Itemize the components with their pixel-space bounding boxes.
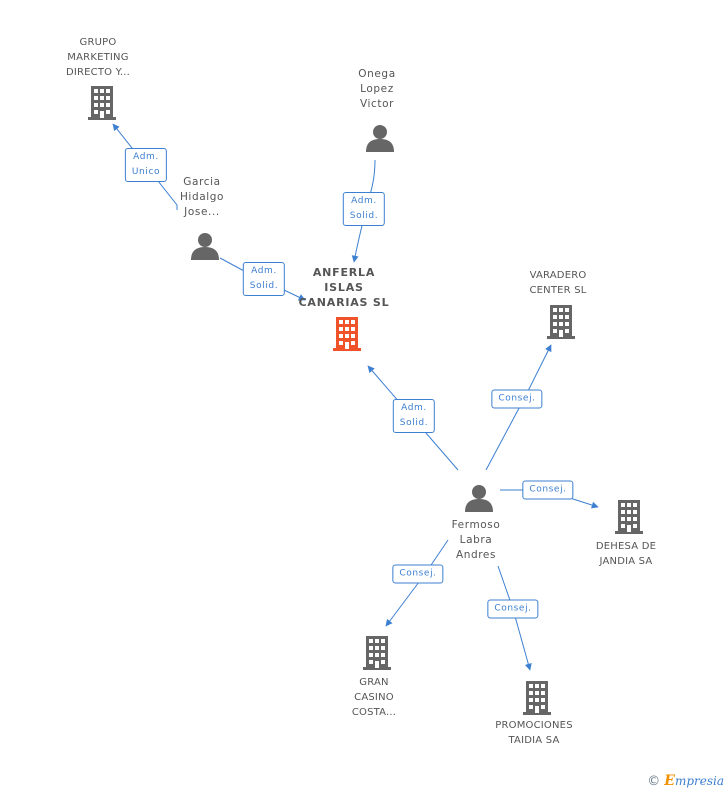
person-icon[interactable] (465, 485, 493, 512)
brand-name: mpresia (674, 774, 724, 788)
footer-brand: ©Empresia (647, 773, 724, 789)
person-icon[interactable] (366, 125, 394, 152)
edge-label-e1[interactable]: Adm. Unico (124, 148, 168, 182)
node-label-anferla[interactable]: ANFERLA ISLAS CANARIAS SL (298, 266, 390, 309)
copyright-icon: © (647, 774, 661, 789)
company-building-icon[interactable] (523, 681, 551, 715)
company-building-icon[interactable] (363, 636, 391, 670)
node-label-dehesa[interactable]: DEHESA DE JANDIA SA (595, 541, 657, 567)
edge-label-e3[interactable]: Adm. Solid. (242, 262, 286, 296)
company-building-icon[interactable] (88, 86, 116, 120)
edge-label-e7[interactable]: Consej. (392, 564, 444, 584)
edge-label-e2[interactable]: Adm. Solid. (342, 192, 386, 226)
company-building-icon[interactable] (547, 305, 575, 339)
node-label-grupo[interactable]: GRUPO MARKETING DIRECTO Y... (65, 37, 131, 78)
node-label-garcia[interactable]: Garcia Hidalgo Jose... (179, 176, 225, 218)
node-label-gran[interactable]: GRAN CASINO COSTA... (351, 677, 397, 718)
edge-label-e6[interactable]: Consej. (522, 480, 574, 500)
edge-label-e8[interactable]: Consej. (487, 599, 539, 619)
edge-label-e5[interactable]: Consej. (491, 389, 543, 409)
brand-initial: E (664, 773, 675, 789)
main-company-building-icon[interactable] (333, 317, 361, 351)
node-label-onega[interactable]: Onega Lopez Victor (358, 68, 396, 110)
company-building-icon[interactable] (615, 500, 643, 534)
node-label-promociones[interactable]: PROMOCIONES TAIDIA SA (495, 720, 573, 746)
node-label-fermoso[interactable]: Fermoso Labra Andres (451, 519, 501, 561)
person-icon[interactable] (191, 233, 219, 260)
node-label-varadero[interactable]: VARADERO CENTER SL (529, 270, 587, 296)
edge-label-e4[interactable]: Adm. Solid. (392, 399, 436, 433)
